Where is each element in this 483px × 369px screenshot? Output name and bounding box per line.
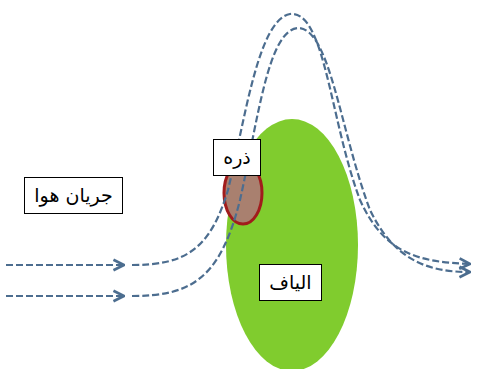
label-text: الیاف [269, 271, 311, 294]
label-text: ذره [223, 146, 251, 169]
airflow-label: جریان هوا [24, 177, 123, 214]
label-text: جریان هوا [34, 184, 112, 207]
airflow-lines [6, 14, 470, 296]
particle-label: ذره [213, 139, 261, 176]
fiber-label: الیاف [259, 264, 322, 301]
